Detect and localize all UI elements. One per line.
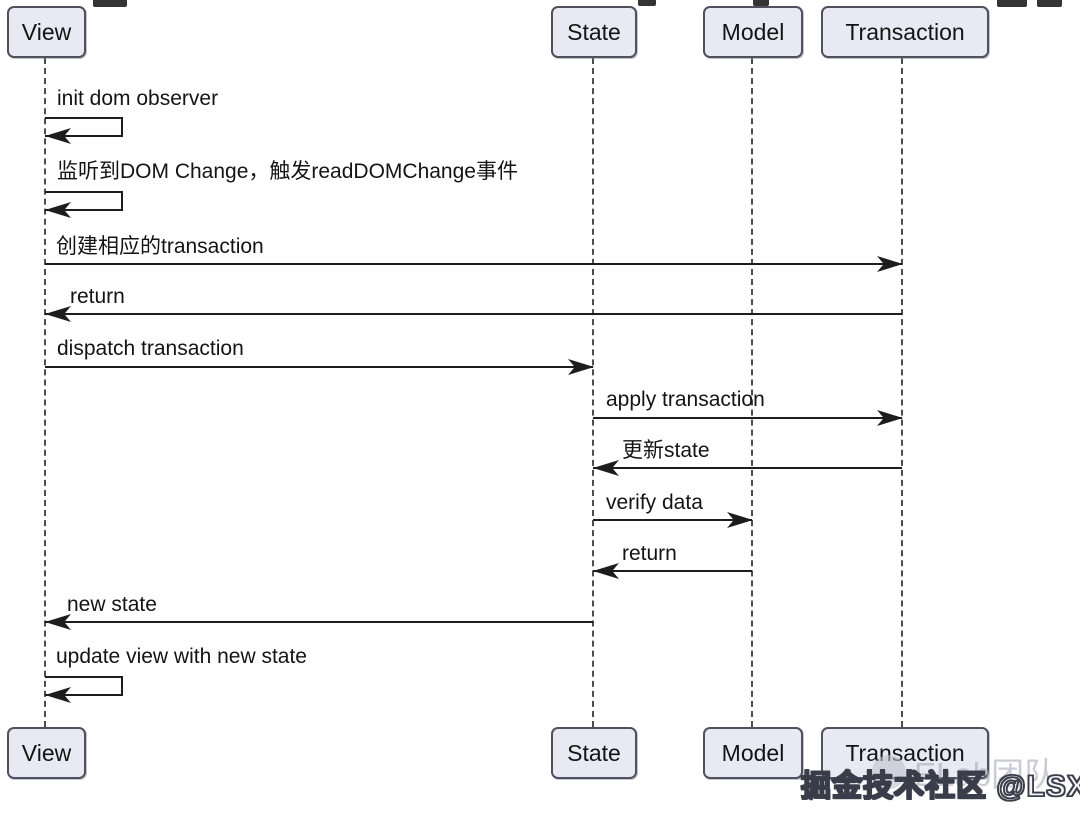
message-label: update view with new state bbox=[56, 645, 307, 668]
lifeline-transaction bbox=[901, 58, 903, 727]
lifeline-model bbox=[751, 58, 753, 727]
message-label: apply transaction bbox=[606, 388, 765, 411]
watermark-elab-text: ELab团队 bbox=[914, 756, 1058, 793]
message-label: 创建相应的transaction bbox=[56, 235, 264, 258]
lifeline-state bbox=[592, 58, 594, 727]
self-message-loop bbox=[45, 676, 123, 696]
message-line bbox=[45, 313, 902, 315]
message-label: 更新state bbox=[622, 439, 710, 462]
message-line bbox=[593, 467, 902, 469]
message-label: 监听到DOM Change，触发readDOMChange事件 bbox=[57, 160, 518, 183]
message-label: return bbox=[70, 285, 125, 308]
watermark-elab: ELab团队 bbox=[872, 748, 1057, 796]
participant-view-bottom: View bbox=[7, 727, 86, 779]
participant-model-top: Model bbox=[703, 6, 803, 58]
participant-state-bottom: State bbox=[551, 727, 637, 779]
top-edge-artifact bbox=[93, 0, 127, 7]
message-line bbox=[45, 263, 902, 265]
message-label: init dom observer bbox=[57, 87, 219, 110]
watermark-juejin: 掘金技术社区 @LSX_ bbox=[800, 769, 1080, 804]
elab-logo-icon bbox=[872, 755, 906, 789]
lifeline-view bbox=[44, 58, 46, 727]
top-edge-artifact bbox=[753, 0, 769, 6]
message-line bbox=[593, 570, 752, 572]
self-message-loop bbox=[45, 117, 123, 137]
message-label: verify data bbox=[606, 491, 703, 514]
participant-state-top: State bbox=[551, 6, 637, 58]
message-line bbox=[593, 519, 752, 521]
self-message-loop bbox=[45, 191, 123, 211]
top-edge-artifact bbox=[997, 0, 1027, 7]
message-line bbox=[45, 621, 593, 623]
participant-model-bottom: Model bbox=[703, 727, 803, 779]
top-edge-artifact bbox=[638, 0, 656, 6]
message-label: return bbox=[622, 542, 677, 565]
participant-view-top: View bbox=[7, 6, 86, 58]
message-label: new state bbox=[67, 593, 157, 616]
message-label: dispatch transaction bbox=[57, 337, 244, 360]
message-line bbox=[45, 366, 593, 368]
top-edge-artifact bbox=[1037, 0, 1062, 7]
message-line bbox=[593, 417, 902, 419]
participant-transaction-top: Transaction bbox=[821, 6, 989, 58]
